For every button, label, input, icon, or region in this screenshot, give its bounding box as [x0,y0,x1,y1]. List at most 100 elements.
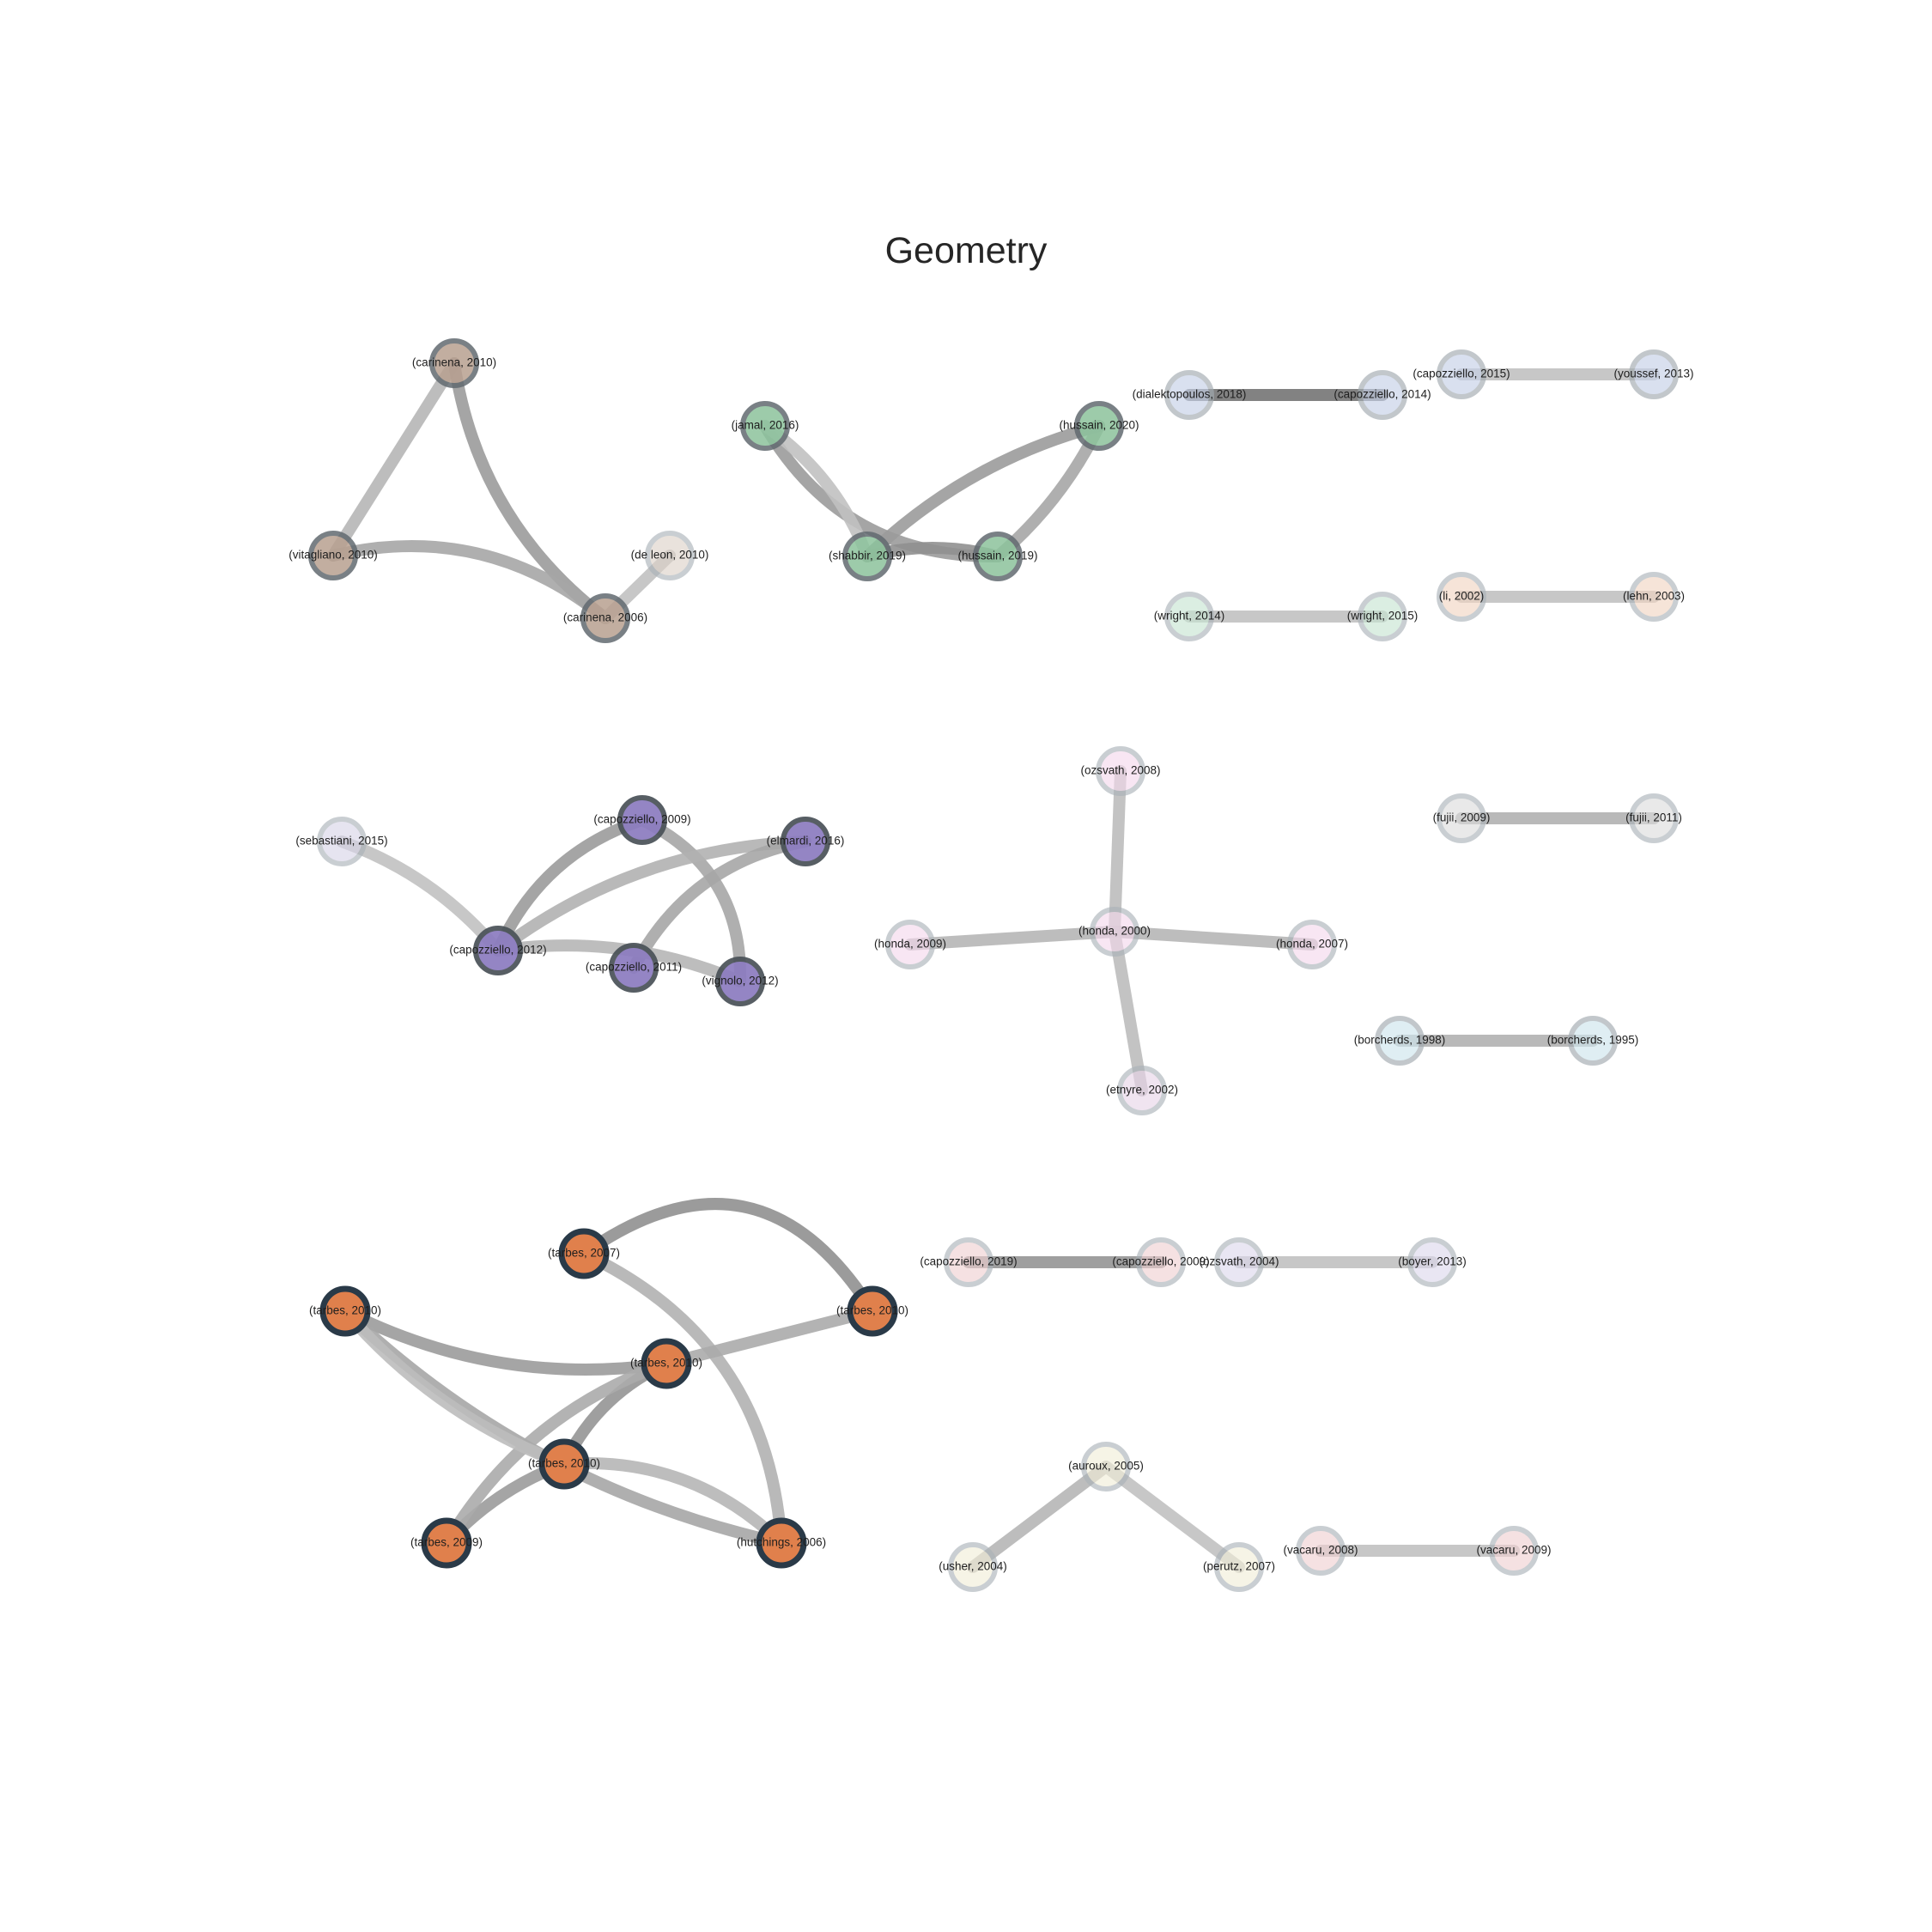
node-circle[interactable] [609,943,659,993]
node-label: (li, 2002) [1439,590,1485,603]
node-circle[interactable] [421,1517,472,1569]
node-n6[interactable]: (hussain, 2020) [1059,401,1139,451]
node-n5[interactable]: (jamal, 2016) [732,401,799,451]
node-circle[interactable] [641,1338,692,1389]
node-circle[interactable] [847,1285,898,1337]
node-circle[interactable] [756,1517,807,1569]
node-n39[interactable]: (capozziello, 2019) [920,1237,1018,1287]
node-n20[interactable]: (capozziello, 2012) [449,926,547,975]
node-n17[interactable]: (sebastiani, 2015) [295,817,388,866]
node-n7[interactable]: (shabbir, 2019) [829,532,906,581]
node-circle[interactable] [538,1438,590,1490]
node-n24[interactable]: (honda, 2009) [874,920,946,969]
node-n12[interactable]: (youssef, 2013) [1613,349,1694,399]
node-circle[interactable] [1629,349,1679,399]
node-circle[interactable] [842,532,892,581]
node-n10[interactable]: (capozziello, 2014) [1334,370,1431,420]
node-circle[interactable] [317,817,367,866]
node-n14[interactable]: (wright, 2015) [1347,592,1419,641]
node-n18[interactable]: (capozziello, 2009) [593,795,691,845]
node-label: (hussain, 2020) [1059,419,1139,432]
node-n32[interactable]: (tarbes, 2007) [548,1228,620,1279]
node-circle[interactable] [715,957,765,1006]
node-circle[interactable] [473,926,523,975]
node-circle[interactable] [944,1237,993,1287]
node-n42[interactable]: (boyer, 2013) [1398,1237,1467,1287]
node-n29[interactable]: (fujii, 2011) [1625,793,1682,843]
node-circle[interactable] [1437,793,1486,843]
node-n15[interactable]: (li, 2002) [1437,572,1486,622]
node-n11[interactable]: (capozziello, 2015) [1413,349,1510,399]
node-n40[interactable]: (capozziello, 2009) [1112,1237,1210,1287]
node-circle[interactable] [948,1542,998,1592]
node-circle[interactable] [319,1285,371,1337]
node-circle[interactable] [885,920,935,969]
node-n4[interactable]: (de leon, 2010) [631,531,709,580]
node-n25[interactable]: (honda, 2000) [1078,907,1151,957]
node-circle[interactable] [1214,1237,1264,1287]
node-circle[interactable] [1090,907,1139,957]
node-n33[interactable]: (tarbes, 2010) [309,1285,381,1337]
node-n34[interactable]: (tarbes, 2010) [630,1338,702,1389]
node-n44[interactable]: (usher, 2004) [939,1542,1007,1592]
node-n46[interactable]: (vacaru, 2008) [1283,1526,1358,1576]
node-n41[interactable]: (ozsvath, 2004) [1199,1237,1279,1287]
node-circle[interactable] [1074,401,1124,451]
node-n26[interactable]: (honda, 2007) [1276,920,1348,969]
node-circle[interactable] [580,593,630,643]
node-n27[interactable]: (etnyre, 2002) [1106,1066,1178,1115]
node-circle[interactable] [1164,592,1214,641]
node-circle[interactable] [1437,349,1486,399]
node-circle[interactable] [740,401,790,451]
node-circle[interactable] [1096,746,1145,796]
node-n19[interactable]: (elmardi, 2016) [767,817,845,866]
node-n31[interactable]: (borcherds, 1995) [1547,1016,1639,1066]
node-label: (honda, 2007) [1276,938,1348,951]
edge-n18-n22 [636,814,747,987]
node-circle[interactable] [558,1228,610,1279]
node-n13[interactable]: (wright, 2014) [1154,592,1225,641]
node-circle[interactable] [308,531,358,580]
node-circle[interactable] [1407,1237,1457,1287]
node-circle[interactable] [973,532,1023,581]
node-n37[interactable]: (tarbes, 2009) [410,1517,483,1569]
node-circle[interactable] [1081,1442,1131,1492]
node-circle[interactable] [1214,1542,1264,1592]
node-n1[interactable]: (carinena, 2010) [412,338,496,388]
node-circle[interactable] [1296,1526,1346,1576]
node-circle[interactable] [1164,370,1214,420]
node-circle[interactable] [1489,1526,1539,1576]
node-n35[interactable]: (tarbes, 2010) [528,1438,600,1490]
node-n3[interactable]: (carinena, 2006) [563,593,647,643]
node-circle[interactable] [781,817,830,866]
node-n2[interactable]: (vitagliano, 2010) [289,531,378,580]
node-circle[interactable] [617,795,667,845]
node-label: (tarbes, 2010) [309,1304,381,1317]
node-circle[interactable] [1375,1016,1425,1066]
node-circle[interactable] [1437,572,1486,622]
node-n21[interactable]: (capozziello, 2011) [586,943,682,993]
node-circle[interactable] [1629,793,1679,843]
node-n22[interactable]: (vignolo, 2012) [702,957,779,1006]
node-n47[interactable]: (vacaru, 2009) [1476,1526,1552,1576]
node-circle[interactable] [1136,1237,1186,1287]
node-circle[interactable] [645,531,695,580]
node-n43[interactable]: (auroux, 2005) [1068,1442,1144,1492]
node-n28[interactable]: (fujii, 2009) [1433,793,1491,843]
node-circle[interactable] [1568,1016,1618,1066]
node-n23[interactable]: (ozsvath, 2008) [1080,746,1161,796]
node-n38[interactable]: (hutchings, 2006) [737,1517,826,1569]
node-circle[interactable] [1358,370,1407,420]
node-circle[interactable] [429,338,479,388]
node-circle[interactable] [1117,1066,1167,1115]
node-n45[interactable]: (perutz, 2007) [1203,1542,1275,1592]
node-label: (tarbes, 2010) [836,1304,908,1317]
node-n30[interactable]: (borcherds, 1998) [1354,1016,1446,1066]
node-circle[interactable] [1629,572,1679,622]
node-n8[interactable]: (hussain, 2019) [957,532,1038,581]
node-circle[interactable] [1287,920,1337,969]
node-circle[interactable] [1358,592,1407,641]
node-n36[interactable]: (tarbes, 2010) [836,1285,908,1337]
node-n16[interactable]: (lehn, 2003) [1623,572,1685,622]
node-n9[interactable]: (dialektopoulos, 2018) [1133,370,1247,420]
